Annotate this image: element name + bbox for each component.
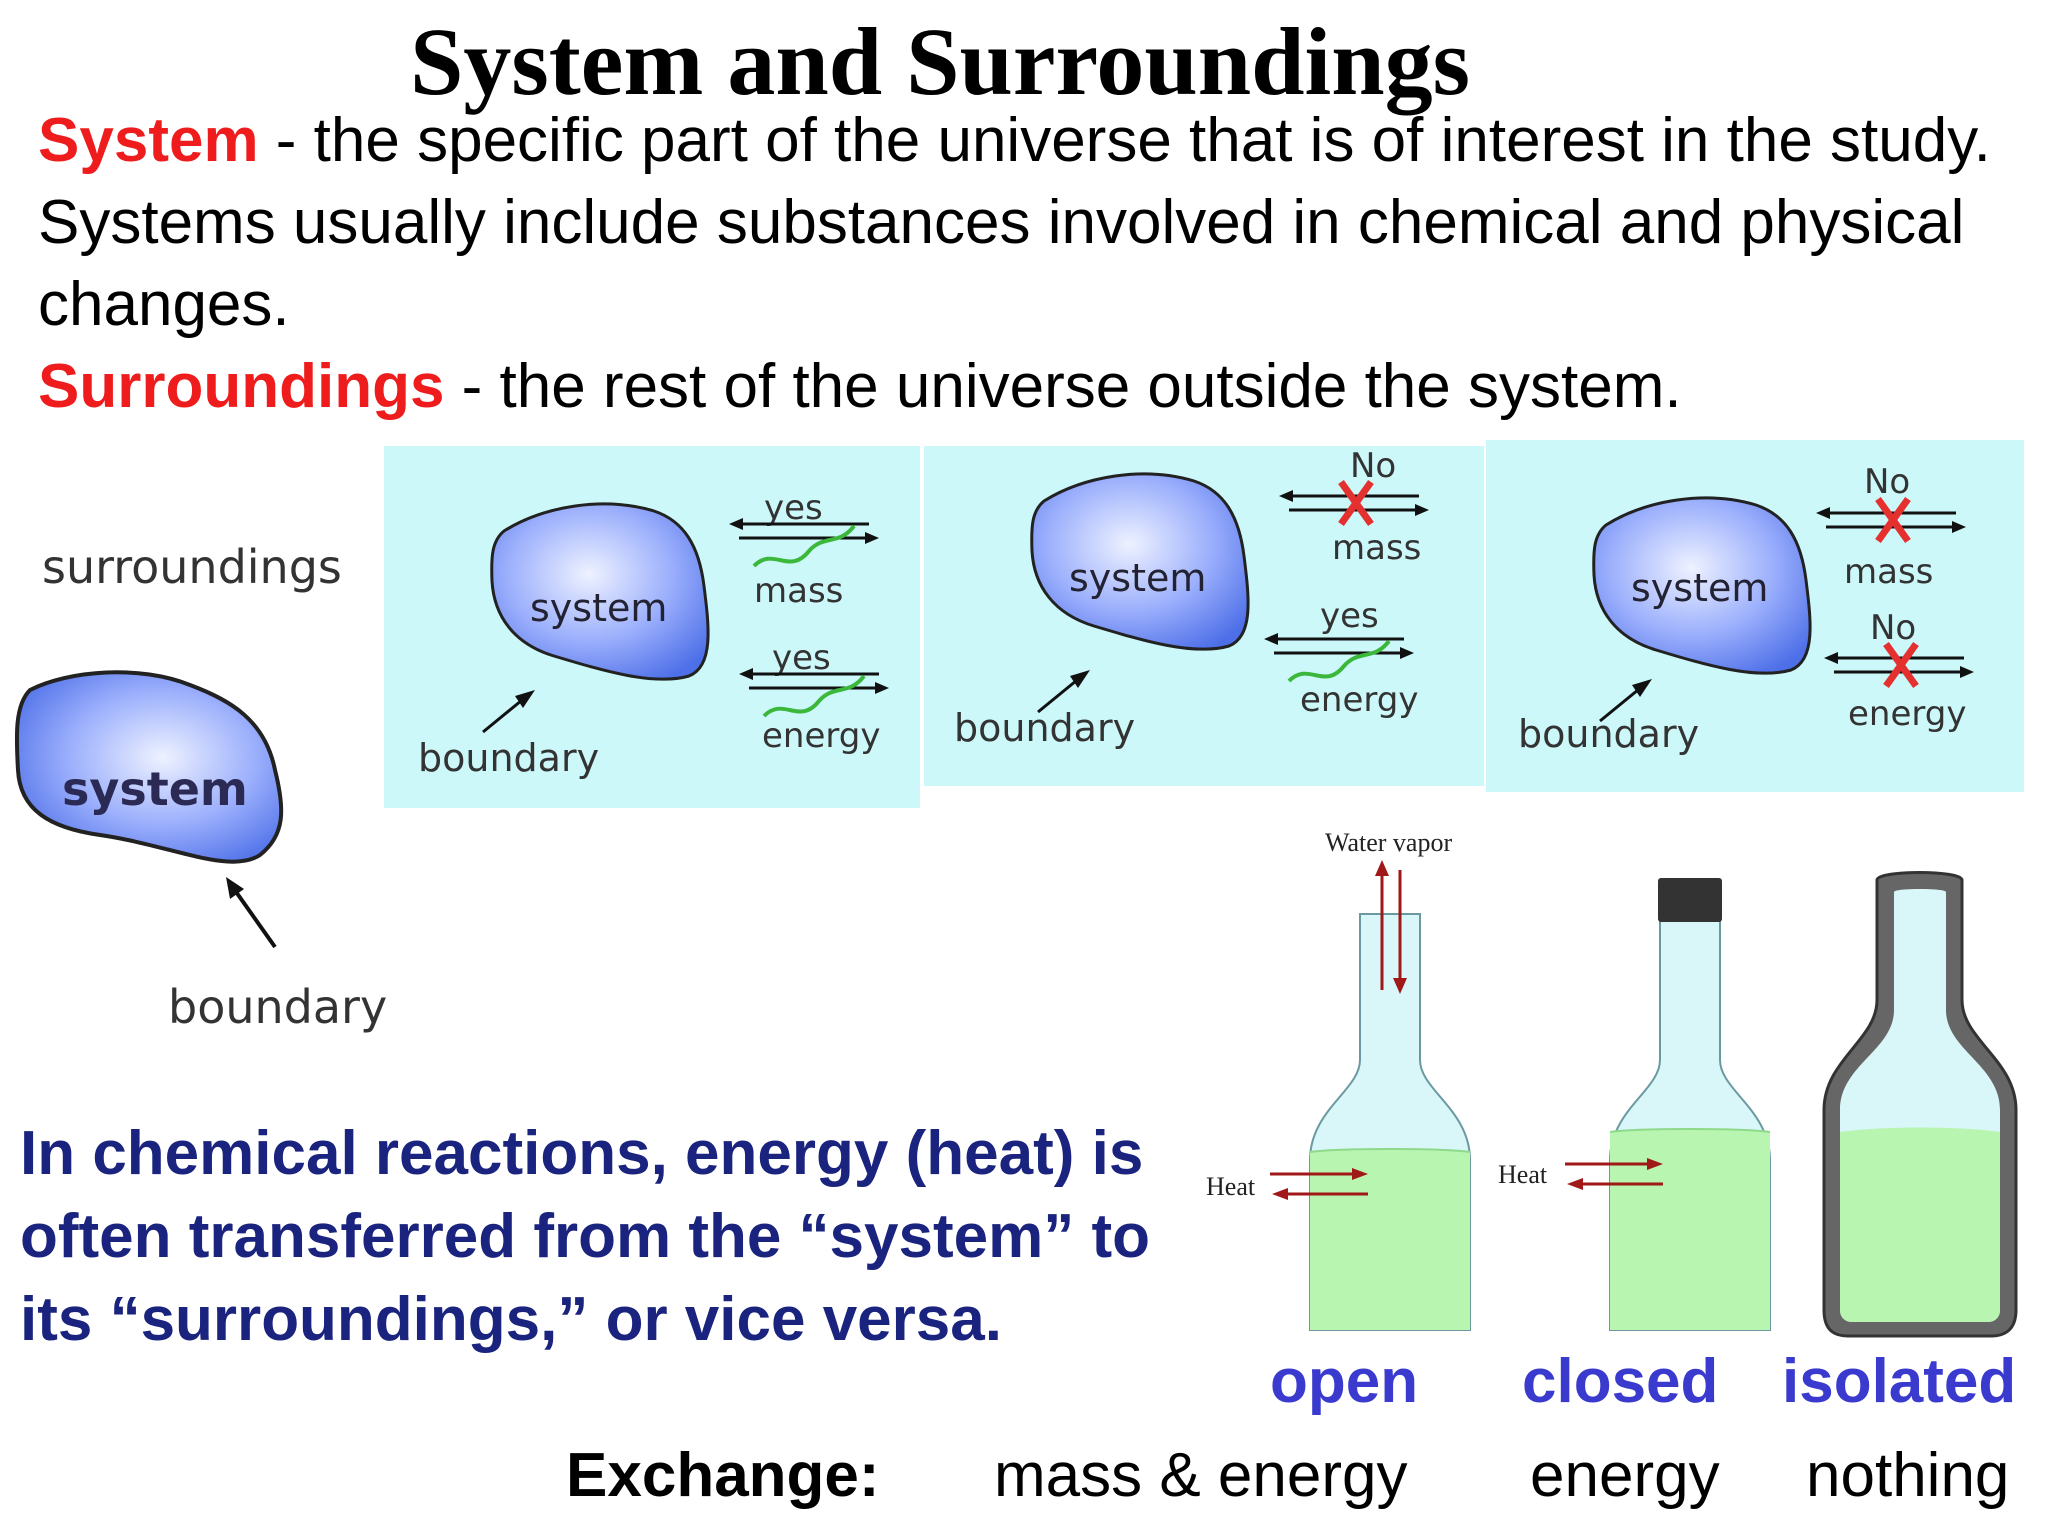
mass-label: mass xyxy=(754,571,844,611)
heat-label-open: Heat xyxy=(1206,1172,1256,1201)
closed-bottle xyxy=(1609,878,1771,1331)
closed-type-label: closed xyxy=(1522,1347,1719,1416)
system-label: system xyxy=(1631,566,1769,610)
energy-status: yes xyxy=(1320,596,1379,636)
isolated-type-label: isolated xyxy=(1782,1347,2017,1416)
system-label: system xyxy=(1069,556,1207,600)
boundary-label: boundary xyxy=(168,980,388,1034)
boundary-label: boundary xyxy=(418,736,600,780)
exchange-closed: energy xyxy=(1530,1441,1720,1510)
system-definition: System - the specific part of the univer… xyxy=(38,100,2018,346)
mass-status: yes xyxy=(764,488,823,528)
bottle-diagrams: Water vapor Heat Heat xyxy=(1190,820,2048,1340)
exchange-open: mass & energy xyxy=(994,1441,1408,1510)
boundary-arrow xyxy=(482,690,535,734)
mass-label: mass xyxy=(1332,528,1422,568)
mass-blocked-arrows xyxy=(1816,496,1966,544)
boundary-arrow xyxy=(1599,679,1652,723)
heat-arrows-open xyxy=(1270,1168,1368,1200)
heat-label-closed: Heat xyxy=(1498,1160,1548,1189)
surroundings-definition-text: - the rest of the universe outside the s… xyxy=(444,352,1682,421)
basic-system-diagram: surroundings system boundary xyxy=(0,440,400,1060)
definitions: System - the specific part of the univer… xyxy=(38,100,2018,428)
mass-label: mass xyxy=(1844,552,1934,592)
energy-label: energy xyxy=(762,716,881,756)
energy-exchange-arrows xyxy=(1264,633,1414,683)
system-label: system xyxy=(62,762,248,816)
system-blob xyxy=(490,502,710,681)
exchange-isolated: nothing xyxy=(1806,1441,2010,1510)
system-blob xyxy=(14,670,284,864)
mass-exchange-arrows xyxy=(729,518,879,568)
closed-system-panel: system boundary No mass yes energy xyxy=(924,446,1484,786)
energy-status: yes xyxy=(772,638,831,678)
exchange-label: Exchange: xyxy=(566,1441,880,1510)
energy-label: energy xyxy=(1300,680,1419,720)
energy-blocked-arrows xyxy=(1824,641,1974,689)
system-label: system xyxy=(530,586,668,630)
energy-status: No xyxy=(1870,608,1917,648)
mass-blocked-arrows xyxy=(1279,479,1429,527)
heat-arrows-closed xyxy=(1565,1158,1663,1190)
boundary-label: boundary xyxy=(954,706,1136,750)
cork-stopper xyxy=(1658,878,1722,922)
open-type-label: open xyxy=(1270,1347,1419,1416)
mass-status: No xyxy=(1350,446,1397,486)
system-blob xyxy=(1592,496,1812,675)
surroundings-label: surroundings xyxy=(42,540,342,594)
isolated-bottle xyxy=(1822,871,2018,1338)
energy-exchange-arrows xyxy=(739,668,889,718)
boundary-label: boundary xyxy=(1518,712,1700,756)
surroundings-definition: Surroundings - the rest of the universe … xyxy=(38,346,2018,428)
boundary-arrow xyxy=(1037,670,1090,714)
water-vapor-arrows xyxy=(1375,860,1407,994)
open-system-panel: system boundary yes mass yes energy xyxy=(384,446,920,808)
surroundings-term: Surroundings xyxy=(38,352,445,421)
system-term: System xyxy=(38,106,259,175)
system-definition-text: - the specific part of the universe that… xyxy=(38,106,1991,339)
boundary-arrow xyxy=(226,877,277,949)
page-title: System and Surroundings xyxy=(410,8,1470,115)
water-vapor-label: Water vapor xyxy=(1325,828,1453,857)
mass-status: No xyxy=(1864,462,1911,502)
system-blob xyxy=(1030,472,1250,651)
isolated-system-panel: system boundary No mass No energy xyxy=(1486,440,2024,792)
energy-label: energy xyxy=(1848,694,1967,734)
heat-transfer-note: In chemical reactions, energy (heat) is … xyxy=(20,1119,1150,1354)
